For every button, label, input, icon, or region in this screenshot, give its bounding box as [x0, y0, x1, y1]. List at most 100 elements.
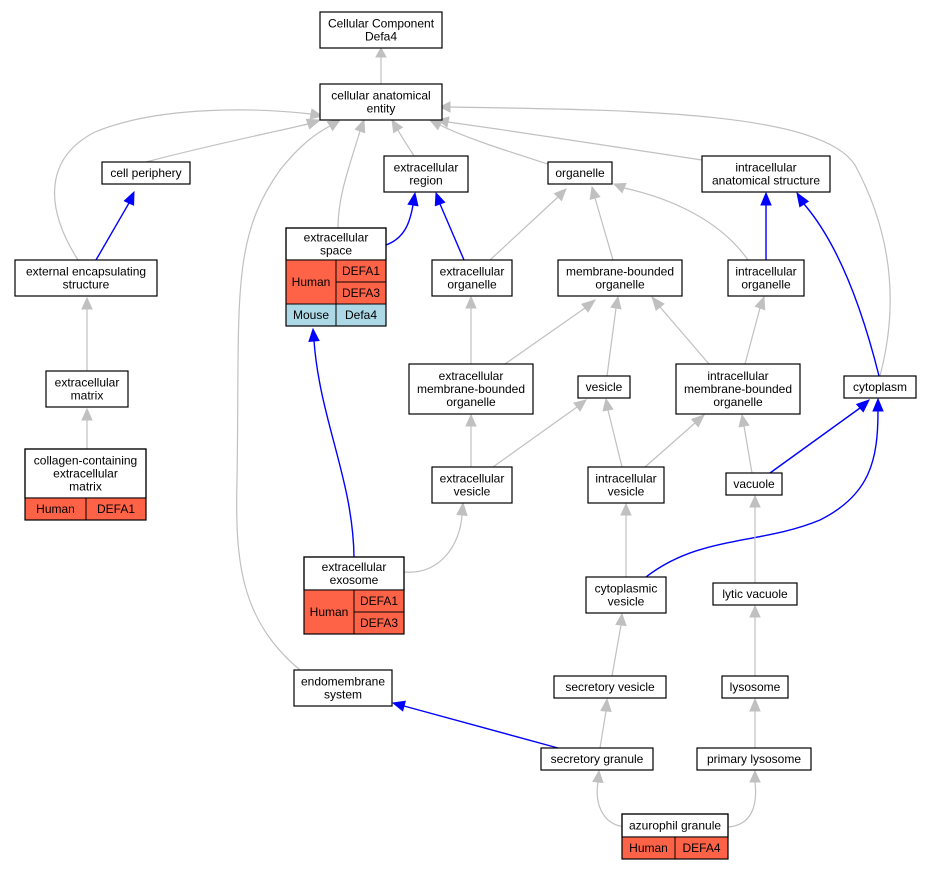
edge-vacuole-to-cytoplasm [769, 399, 870, 474]
node-label: structure [63, 278, 110, 292]
species-label: Human [629, 841, 668, 855]
edge-secves-to-cytves [611, 612, 627, 677]
edge-line [403, 514, 463, 573]
arrowhead [81, 296, 93, 310]
node-label: lytic vacuole [722, 587, 788, 601]
edge-line [95, 202, 130, 261]
arrowhead [615, 612, 627, 627]
node-label: organelle [713, 395, 763, 409]
node-label: organelle [447, 278, 497, 292]
arrowhead [651, 295, 665, 311]
edge-line [236, 125, 331, 671]
node-box [319, 11, 443, 49]
edge-line [611, 624, 622, 677]
node-organelle[interactable]: organelle [547, 161, 613, 185]
node-lytic[interactable]: lytic vacuole [712, 582, 798, 606]
arrowhead [434, 191, 446, 207]
node-label: organelle [741, 278, 791, 292]
node-label: membrane-bounded [684, 382, 792, 396]
edge-line [644, 422, 696, 468]
species-label: Human [310, 605, 349, 619]
arrowhead [305, 118, 322, 130]
node-vacuole[interactable]: vacuole [725, 472, 783, 496]
edge-line [596, 781, 627, 828]
node-box [431, 259, 513, 297]
edge-line [607, 409, 623, 468]
node-collagen[interactable]: collagen-containingextracellularmatrixHu… [24, 448, 147, 521]
edges-layer [54, 46, 891, 828]
node-box [431, 466, 513, 504]
edge-line [397, 129, 415, 157]
arrowhead [589, 185, 601, 200]
edge-exmbo-to-exorg [465, 295, 477, 364]
edge-line [439, 203, 465, 261]
node-primlys[interactable]: primary lysosome [696, 747, 812, 771]
edge-line [449, 106, 891, 377]
node-secves[interactable]: secretory vesicle [553, 675, 667, 699]
arrowhead [690, 414, 705, 428]
gene-label: DEFA4 [682, 841, 720, 855]
node-label: vesicle [608, 485, 645, 499]
edge-azuro-to-primlys [727, 769, 761, 828]
node-label: secretory granule [551, 752, 644, 766]
gene-label: DEFA3 [342, 286, 380, 300]
node-box [587, 466, 665, 504]
node-cytoplasm[interactable]: cytoplasm [843, 375, 917, 399]
edge-line [489, 196, 559, 261]
arrowhead [391, 118, 404, 134]
node-label: exosome [330, 573, 379, 587]
node-label: matrix [71, 389, 104, 403]
edge-ext_encaps-to-cellper [95, 190, 135, 261]
arrowhead [754, 295, 766, 311]
edge-secgran-to-endomem [391, 700, 559, 749]
edge-vesicle-to-mbo [606, 295, 622, 377]
node-lysosome[interactable]: lysosome [721, 675, 789, 699]
node-outline [285, 227, 387, 327]
node-label: matrix [69, 480, 102, 494]
node-label: extracellular [322, 560, 387, 574]
arrowhead [738, 413, 750, 428]
node-cellper[interactable]: cell periphery [101, 161, 191, 185]
arrowhead [81, 407, 93, 421]
arrowhead [749, 769, 761, 783]
arrowhead [407, 191, 419, 207]
arrowhead [438, 101, 451, 113]
node-label: extracellular [394, 161, 459, 175]
arrowhead [600, 697, 612, 712]
node-label: vesicle [586, 380, 623, 394]
node-box [701, 155, 831, 193]
edge-exspace-to-cae [337, 118, 366, 229]
gene-label: DEFA1 [360, 594, 398, 608]
node-box [712, 582, 798, 606]
node-label: extracellular [440, 265, 505, 279]
node-box [727, 259, 805, 297]
node-label: vacuole [733, 477, 775, 491]
edge-primlys-to-lysosome [749, 697, 761, 748]
edge-line [594, 197, 614, 261]
species-label: Human [36, 502, 75, 516]
node-vesicle[interactable]: vesicle [577, 375, 631, 399]
edge-azuro-to-secgran [592, 769, 627, 828]
edge-line [313, 340, 355, 558]
edge-line [769, 407, 861, 474]
node-box [553, 675, 667, 699]
node-secgran[interactable]: secretory granule [540, 747, 654, 771]
